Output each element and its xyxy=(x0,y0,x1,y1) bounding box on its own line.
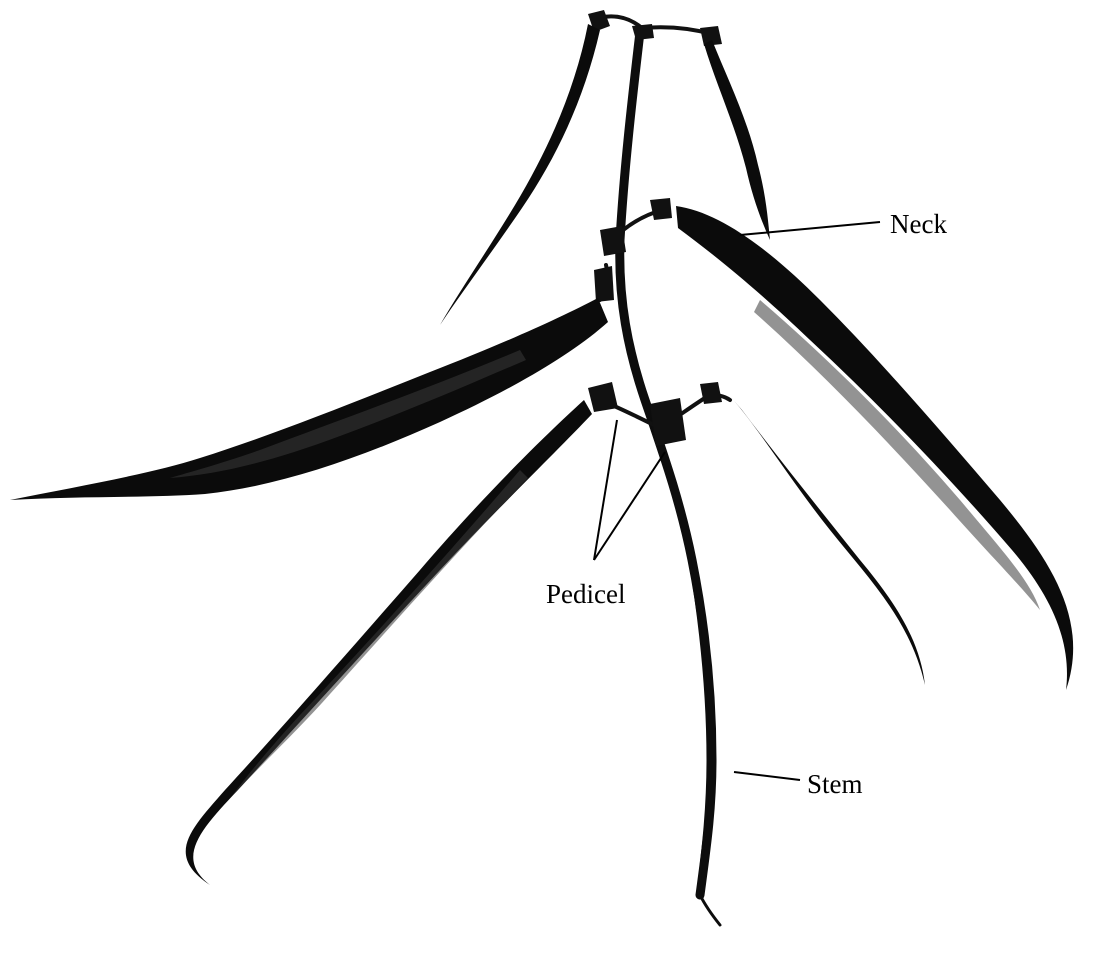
stem-leader-line xyxy=(734,772,800,780)
middle-pedicels xyxy=(594,198,672,302)
neck-leader-line xyxy=(740,222,880,235)
calyx-mid-left xyxy=(600,226,626,256)
calyx-low-left xyxy=(588,382,618,412)
pedicel-callout: Pedicel xyxy=(546,420,665,609)
calyx-mid-right xyxy=(650,198,672,220)
pedicel-leader-left xyxy=(594,420,617,560)
calyx-mid-lower xyxy=(594,266,614,302)
pedicel-label: Pedicel xyxy=(546,579,625,609)
stem-callout: Stem xyxy=(734,769,863,799)
pod-large-right xyxy=(676,206,1073,690)
pod-upper-left xyxy=(440,24,600,325)
stem xyxy=(620,32,720,925)
pedicel-leader-right xyxy=(594,452,665,560)
calyx-low-mid xyxy=(650,398,686,446)
stem-label: Stem xyxy=(807,769,863,799)
neck-label: Neck xyxy=(890,209,947,239)
top-pedicels xyxy=(588,10,722,46)
neck-callout: Neck xyxy=(740,209,947,239)
lower-pedicels xyxy=(588,382,730,446)
pod-upper-right xyxy=(704,40,770,240)
